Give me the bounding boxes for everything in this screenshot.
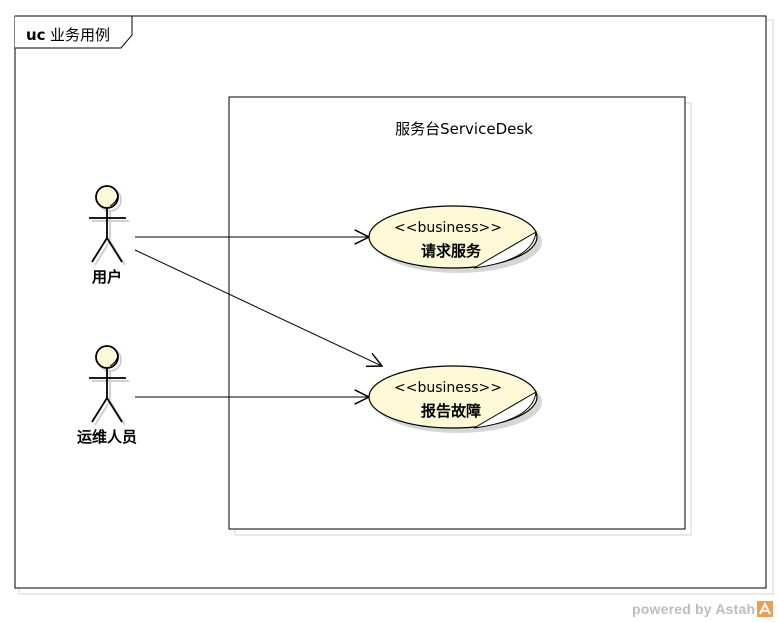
use-case-request-service[interactable]: <<business>> 请求服务 [368, 205, 542, 273]
actor-head [95, 185, 119, 209]
actor-body [89, 368, 126, 423]
use-case-corner-fold [473, 231, 537, 269]
use-case-stereotype: <<business>> [394, 380, 502, 396]
astah-watermark: powered by Astah [632, 598, 774, 620]
actor-label: 用户 [92, 268, 122, 286]
watermark-text: powered by Astah [632, 601, 756, 617]
actor-user[interactable]: 用户 [89, 185, 129, 286]
system-boundary-title: 服务台ServiceDesk [395, 120, 533, 138]
frame-name: 业务用例 [50, 26, 110, 44]
use-case-label: 请求服务 [421, 242, 482, 260]
actor-head [95, 345, 119, 369]
actor-head-shading [109, 194, 119, 207]
use-case-report-fault[interactable]: <<business>> 报告故障 [368, 365, 542, 433]
actor-head-shading [109, 354, 119, 367]
astah-logo-icon [757, 601, 774, 617]
use-case-corner-fold [473, 391, 537, 429]
associations [134, 229, 384, 405]
frame-keyword: uc [26, 26, 46, 44]
frame-name-tab [15, 15, 133, 49]
system-boundary[interactable]: 服务台ServiceDesk [228, 96, 692, 536]
actor-label: 运维人员 [77, 428, 137, 446]
use-case-label: 报告故障 [421, 402, 481, 420]
actor-ops[interactable]: 运维人员 [77, 345, 137, 446]
use-case-stereotype: <<business>> [394, 220, 502, 236]
association-user-report-fault[interactable] [134, 249, 384, 368]
actor-body [89, 208, 126, 263]
